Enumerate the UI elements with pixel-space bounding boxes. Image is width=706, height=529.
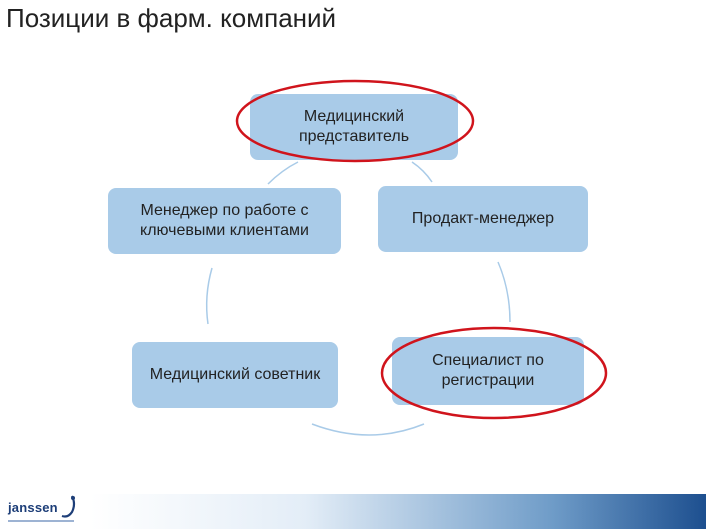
connector-right-bottomright [497,261,511,323]
logo-text: janssen [8,500,58,515]
node-product-manager: Продакт-менеджер [378,186,588,252]
connector-top-left [267,161,299,185]
node-key-account-manager: Менеджер по работе с ключевыми клиентами [108,188,341,254]
node-regulatory-specialist: Специалист по регистрации [392,337,584,405]
janssen-logo: janssen [8,494,88,528]
connector-top-right [411,161,433,183]
node-medical-representative: Медицинский представитель [250,94,458,160]
node-medical-advisor: Медицинский советник [132,342,338,408]
connector-left-bottomleft [205,267,213,325]
logo-tagline-mark [8,520,74,522]
connector-bottom [311,423,425,436]
janssen-swirl-icon [61,495,76,518]
footer-gradient-bar [90,494,706,529]
page-title: Позиции в фарм. компаний [6,3,337,33]
